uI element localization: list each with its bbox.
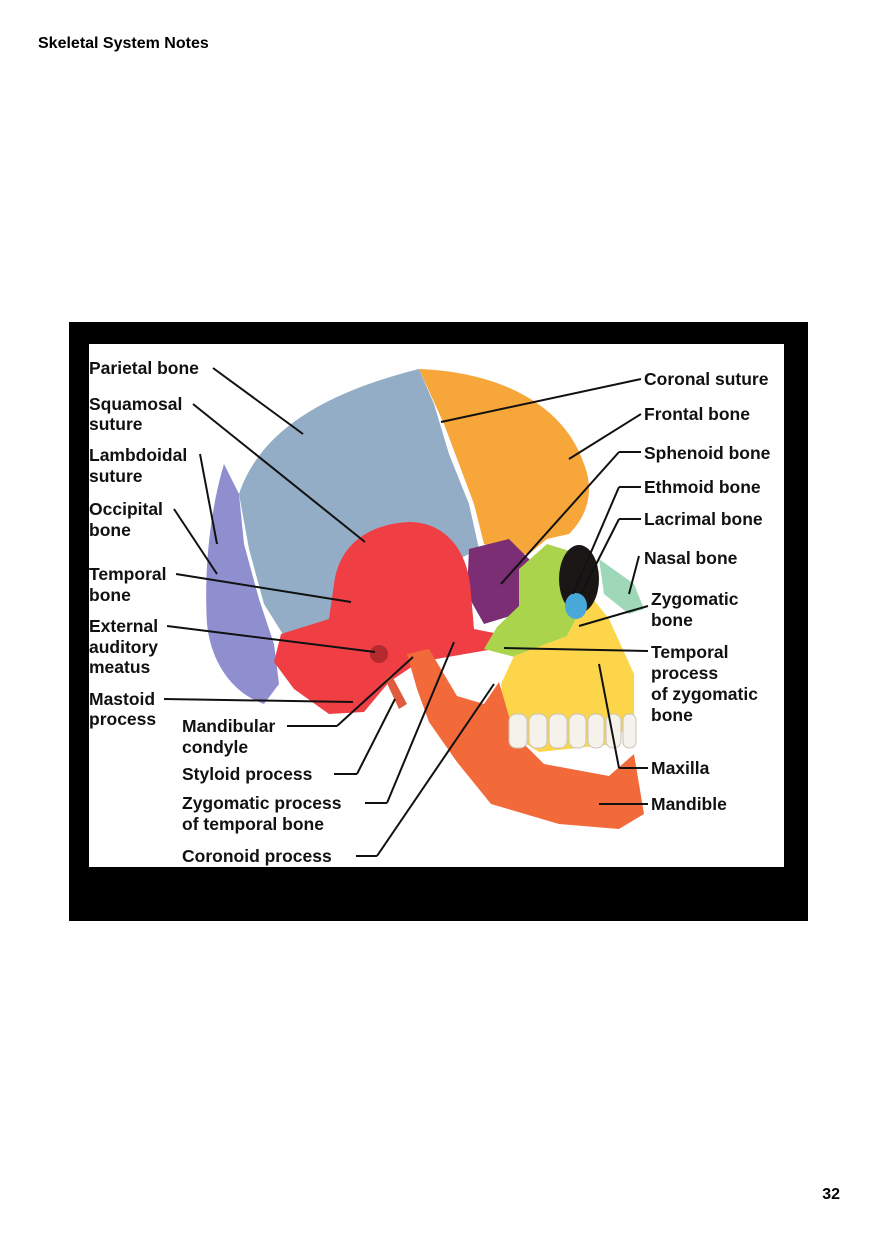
label-zygomatic-bone-line1: Zygomatic bbox=[651, 589, 739, 609]
label-lambdoidal-suture-line2: suture bbox=[89, 466, 143, 486]
document-header: Skeletal System Notes bbox=[38, 35, 209, 52]
page-number: 32 bbox=[822, 1186, 840, 1203]
label-sphenoid-bone: Sphenoid bone bbox=[644, 443, 771, 463]
label-lacrimal-bone: Lacrimal bone bbox=[644, 509, 763, 529]
label-temporal-process-line3: of zygomatic bbox=[651, 684, 758, 704]
label-mastoid-process-line1: Mastoid bbox=[89, 689, 155, 709]
label-mandibular-condyle-line2: condyle bbox=[182, 737, 248, 757]
nasal-bone-shape bbox=[599, 559, 644, 614]
label-frontal-bone: Frontal bone bbox=[644, 404, 750, 424]
label-temporal-bone-line2: bone bbox=[89, 585, 131, 605]
label-external-auditory-meatus-line3: meatus bbox=[89, 657, 151, 677]
label-mastoid-process-line2: process bbox=[89, 709, 156, 729]
label-ethmoid-bone: Ethmoid bone bbox=[644, 477, 761, 497]
label-occipital-bone-line1: Occipital bbox=[89, 499, 163, 519]
label-temporal-process-line2: process bbox=[651, 663, 718, 683]
label-external-auditory-meatus-line2: auditory bbox=[89, 637, 158, 657]
maxilla-bone-shape bbox=[501, 594, 634, 752]
label-maxilla: Maxilla bbox=[651, 758, 710, 778]
label-parietal-bone: Parietal bone bbox=[89, 358, 199, 378]
mandible-bone-shape bbox=[407, 649, 644, 829]
label-styloid-process: Styloid process bbox=[182, 764, 313, 784]
label-temporal-process-line1: Temporal bbox=[651, 642, 728, 662]
label-temporal-bone-line1: Temporal bbox=[89, 564, 166, 584]
label-occipital-bone-line2: bone bbox=[89, 520, 131, 540]
temporal-bone-shape bbox=[274, 522, 499, 714]
label-mandible: Mandible bbox=[651, 794, 727, 814]
auditory-meatus-shape bbox=[370, 645, 388, 663]
ethmoid-bone-shape bbox=[565, 593, 587, 619]
styloid-process-shape bbox=[385, 674, 407, 709]
label-mandibular-condyle-line1: Mandibular bbox=[182, 716, 276, 736]
label-lambdoidal-suture-line1: Lambdoidal bbox=[89, 445, 187, 465]
label-zygomatic-bone-line2: bone bbox=[651, 610, 693, 630]
label-nasal-bone: Nasal bone bbox=[644, 548, 738, 568]
leader-lines bbox=[163, 367, 649, 857]
label-zygomatic-process-line2: of temporal bone bbox=[182, 814, 324, 834]
skull-diagram: Parietal bone Squamosal suture Lambdoida… bbox=[89, 344, 784, 867]
label-external-auditory-meatus-line1: External bbox=[89, 616, 158, 636]
label-coronoid-process: Coronoid process bbox=[182, 846, 332, 866]
label-squamosal-suture-line1: Squamosal bbox=[89, 394, 182, 414]
label-squamosal-suture-line2: suture bbox=[89, 414, 143, 434]
label-temporal-process-line4: bone bbox=[651, 705, 693, 725]
parietal-bone-shape bbox=[239, 369, 479, 644]
frontal-bone-shape bbox=[419, 369, 589, 554]
label-zygomatic-process-line1: Zygomatic process bbox=[182, 793, 342, 813]
skull-figure-slide: Parietal bone Squamosal suture Lambdoida… bbox=[69, 322, 808, 921]
teeth bbox=[508, 713, 637, 749]
label-coronal-suture: Coronal suture bbox=[644, 369, 769, 389]
sphenoid-bone-shape bbox=[467, 539, 534, 624]
